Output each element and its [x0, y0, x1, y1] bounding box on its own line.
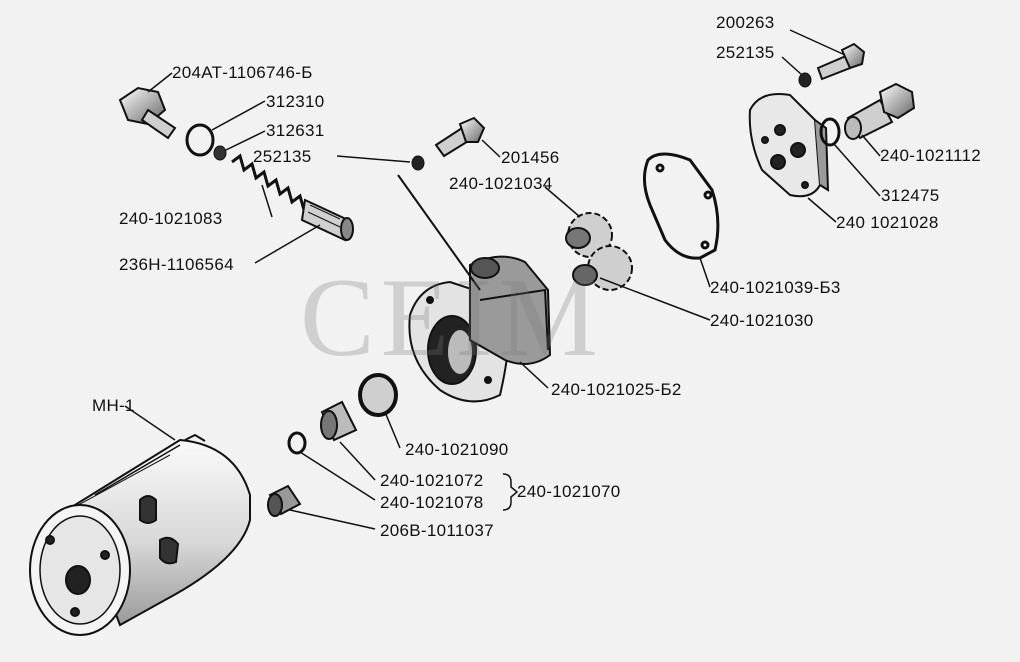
bearing-206v: [267, 484, 302, 517]
label-240-1021034: 240-1021034: [449, 174, 553, 193]
seal-240-1021090: [358, 373, 398, 417]
label-240-1021025-b2: 240-1021025-Б2: [551, 380, 682, 399]
fitting-240-1021112: [844, 82, 916, 140]
cover-240-1021028: [748, 93, 830, 198]
label-240-1021083: 240-1021083: [119, 209, 223, 228]
label-201456: 201456: [501, 148, 560, 167]
bolt-201456: [434, 116, 486, 158]
gasket-240-1021039: [643, 152, 720, 260]
label-200263: 200263: [716, 13, 775, 32]
plug-204at: [118, 86, 177, 140]
ring-240-1021078: [287, 431, 307, 455]
label-236n-1106564: 236Н-1106564: [119, 255, 234, 274]
label-252135-top: 252135: [716, 43, 775, 62]
motor-mn1: [29, 433, 251, 636]
pump-body: [408, 255, 552, 403]
label-240-1021072: 240-1021072: [380, 471, 484, 490]
label-312631: 312631: [266, 121, 325, 140]
label-240-1021028: 240 1021028: [836, 213, 939, 232]
washer-252135-top: [798, 72, 812, 88]
gear-240-1021030: [572, 245, 633, 291]
label-240-1021070: 240-1021070: [517, 482, 621, 501]
label-252135-center: 252135: [253, 147, 312, 166]
washer-312475: [819, 117, 841, 147]
label-312310: 312310: [266, 92, 325, 111]
watermark: CEIM: [300, 256, 604, 380]
valve-236n: [300, 198, 354, 242]
label-312475: 312475: [881, 186, 940, 205]
gear-240-1021034: [565, 212, 613, 258]
label-240-1021112: 240-1021112: [880, 146, 981, 165]
label-204at-1106746-b: 204АТ-1106746-Б: [172, 63, 313, 82]
washer-312310: [185, 123, 215, 157]
label-mn-1: МН-1: [92, 396, 135, 415]
spring-240-1021083: [231, 153, 313, 213]
washer-312631: [213, 145, 227, 161]
label-240-1021039-b3: 240-1021039-Б3: [710, 278, 841, 297]
pin-line: [397, 174, 481, 291]
label-240-1021030: 240-1021030: [710, 311, 814, 330]
washer-252135-center: [411, 155, 425, 171]
label-240-1021090: 240-1021090: [405, 440, 509, 459]
bushing-240-1021072: [320, 400, 358, 442]
leader-lines: [124, 29, 881, 530]
label-240-1021078: 240-1021078: [380, 493, 484, 512]
bolt-200263: [816, 42, 866, 81]
label-206v-1011037: 206В-1011037: [380, 521, 494, 540]
